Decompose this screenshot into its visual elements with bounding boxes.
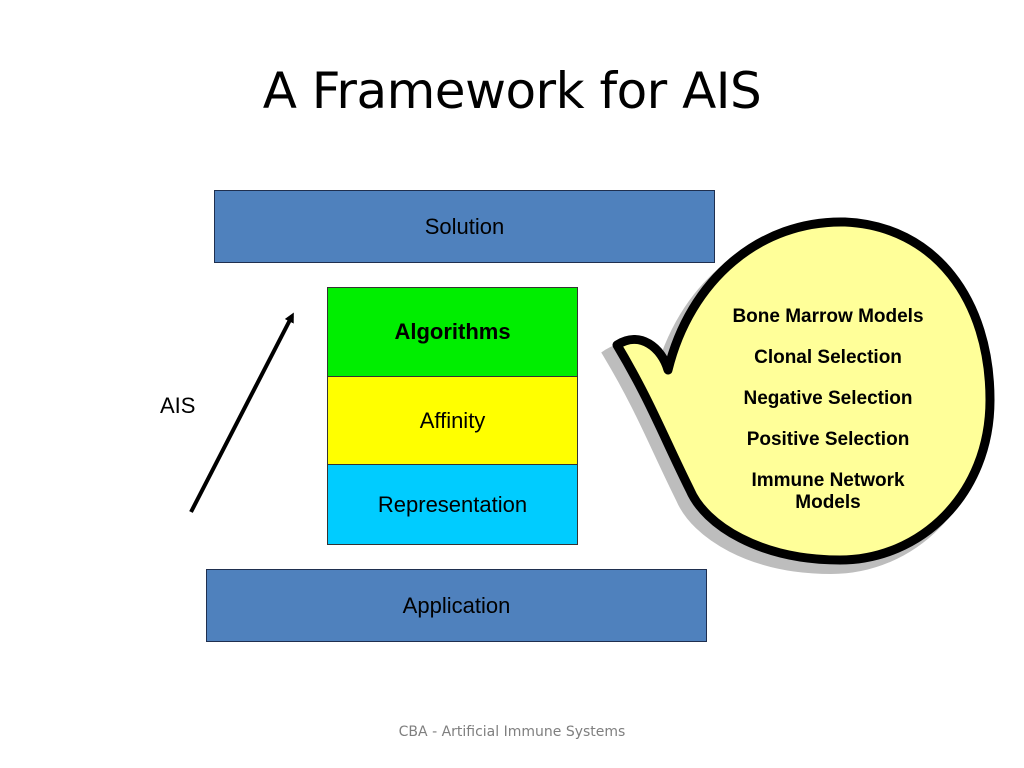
callout-item: Positive Selection [746, 429, 910, 450]
callout-item: Clonal Selection [754, 347, 902, 368]
framework-stack: Algorithms Affinity Representation [327, 287, 578, 545]
callout-list: Bone Marrow Models Clonal Selection Nega… [708, 306, 948, 533]
ais-arrow-label: AIS [160, 393, 196, 418]
representation-label: Representation [377, 491, 528, 517]
slide-footer: CBA - Artificial Immune Systems [398, 724, 626, 740]
affinity-layer: Affinity [327, 376, 578, 465]
algorithms-layer: Algorithms [327, 287, 578, 377]
callout-item: Bone Marrow Models [732, 306, 924, 327]
algorithms-label: Algorithms [394, 319, 511, 344]
slide-title: A Framework for AIS [262, 62, 762, 120]
solution-box: Solution [214, 190, 715, 263]
callout-bubble [612, 217, 995, 565]
ais-arrow [189, 312, 294, 513]
application-label: Application [402, 592, 511, 618]
representation-layer: Representation [327, 464, 578, 545]
callout-item: Negative Selection [743, 388, 913, 409]
solution-label: Solution [424, 213, 505, 239]
affinity-label: Affinity [419, 407, 486, 433]
callout-item: Immune Network Models [751, 470, 905, 513]
application-box: Application [206, 569, 707, 642]
